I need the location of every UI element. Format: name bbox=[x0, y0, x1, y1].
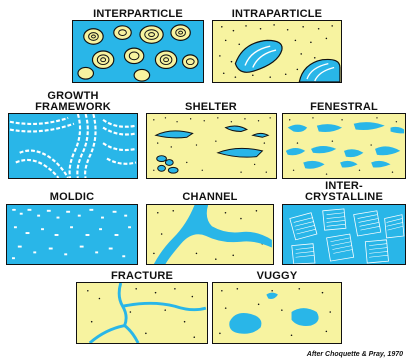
label-fracture: FRACTURE bbox=[76, 270, 208, 282]
label-vuggy: VUGGY bbox=[212, 270, 342, 282]
credit-text: After Choquette & Pray, 1970 bbox=[307, 351, 403, 358]
label-growth-framework-2: FRAMEWORK bbox=[8, 101, 138, 113]
fenestral-diagram bbox=[283, 114, 405, 178]
panel-vuggy bbox=[212, 282, 342, 344]
panel-moldic bbox=[6, 204, 138, 265]
vuggy-diagram bbox=[213, 283, 341, 343]
panel-channel bbox=[146, 204, 274, 265]
interparticle-diagram bbox=[73, 21, 203, 82]
label-interparticle: INTERPARTICLE bbox=[72, 8, 204, 20]
shelter-diagram bbox=[147, 114, 276, 178]
panel-shelter bbox=[146, 113, 277, 179]
intercrystalline-diagram bbox=[283, 205, 405, 264]
panel-intercrystalline bbox=[282, 204, 406, 265]
panel-fracture bbox=[76, 282, 208, 344]
moldic-diagram bbox=[7, 205, 137, 264]
growth-framework-diagram bbox=[9, 114, 137, 178]
label-moldic: MOLDIC bbox=[6, 191, 138, 203]
panel-intraparticle bbox=[212, 20, 342, 83]
label-channel: CHANNEL bbox=[146, 191, 274, 203]
panel-interparticle bbox=[72, 20, 204, 83]
fracture-diagram bbox=[77, 283, 207, 343]
label-fenestral: FENESTRAL bbox=[282, 101, 406, 113]
channel-diagram bbox=[147, 205, 273, 264]
label-shelter: SHELTER bbox=[145, 101, 277, 113]
intraparticle-diagram bbox=[213, 21, 341, 82]
label-intercrystalline-2: CRYSTALLINE bbox=[282, 191, 406, 203]
panel-fenestral bbox=[282, 113, 406, 179]
panel-growth-framework bbox=[8, 113, 138, 179]
label-intraparticle: INTRAPARTICLE bbox=[210, 8, 344, 20]
